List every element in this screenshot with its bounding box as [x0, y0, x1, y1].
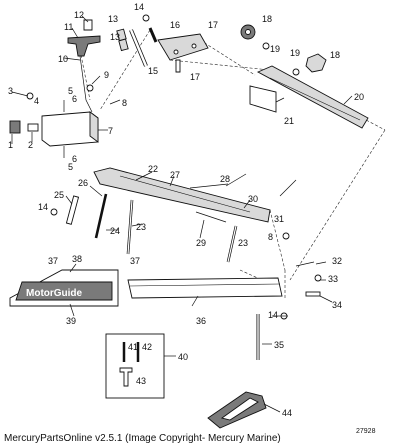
sleeves-and-rod — [116, 14, 158, 67]
pedal-arm — [93, 167, 271, 223]
knobs-and-washers — [240, 24, 327, 76]
callout: 37 — [130, 256, 140, 266]
callout: 1 — [8, 140, 13, 150]
image-caption: MercuryPartsOnline v2.5.1 (Image Copyrig… — [4, 433, 281, 444]
callout: 42 — [142, 342, 152, 352]
callout: 28 — [220, 174, 230, 184]
callout: 23 — [238, 238, 248, 248]
callout: 39 — [66, 316, 76, 326]
callout: 9 — [104, 70, 109, 80]
base-plate — [127, 277, 283, 299]
pins-and-rods — [50, 193, 290, 263]
callout: 14 — [38, 202, 48, 212]
callout: 34 — [332, 300, 342, 310]
callout: 5 — [68, 162, 73, 172]
leader-lines — [11, 15, 353, 413]
callout: 22 — [148, 164, 158, 174]
callout: 3 — [8, 86, 13, 96]
mount-bracket — [157, 33, 209, 73]
callout: 12 — [74, 10, 84, 20]
control-box — [9, 92, 99, 158]
callout: 6 — [72, 154, 77, 164]
callout: 41 — [128, 342, 138, 352]
callout: 17 — [190, 72, 200, 82]
callout: 27 — [170, 170, 180, 180]
callout: 37 — [48, 256, 58, 266]
callout-labels: 1 2 3 4 5 5 6 6 7 8 8 9 10 11 12 13 13 1… — [8, 2, 364, 418]
callout: 32 — [332, 256, 342, 266]
callout: 19 — [290, 48, 300, 58]
hardware-kit — [105, 333, 165, 399]
callout: 21 — [284, 116, 294, 126]
callout: 33 — [328, 274, 338, 284]
cover-logo-text: MotorGuide — [26, 288, 83, 299]
callout: 35 — [274, 340, 284, 350]
callout: 24 — [110, 226, 120, 236]
callout: 11 — [64, 22, 73, 32]
callout: 10 — [58, 54, 68, 64]
callout: 6 — [72, 94, 77, 104]
callout: 7 — [108, 126, 113, 136]
callout: 36 — [196, 316, 206, 326]
callout: 17 — [208, 20, 218, 30]
callout: 38 — [72, 254, 82, 264]
callout: 40 — [178, 352, 188, 362]
callout: 44 — [282, 408, 292, 418]
callout: 30 — [248, 194, 258, 204]
side-rail — [249, 65, 369, 129]
callout: 23 — [136, 222, 146, 232]
callout: 4 — [34, 96, 39, 106]
callout: 5 — [68, 86, 73, 96]
callout: 31 — [274, 214, 284, 224]
callout: 25 — [54, 190, 64, 200]
callout: 14 — [134, 2, 144, 12]
assembly-guide-lines — [79, 29, 386, 300]
callout: 8 — [268, 232, 273, 242]
callout: 8 — [122, 98, 127, 108]
callout: 2 — [28, 140, 33, 150]
catalog-number: 27928 — [356, 428, 376, 435]
callout: 29 — [196, 238, 206, 248]
callout: 16 — [170, 20, 180, 30]
callout: 26 — [78, 178, 88, 188]
cover-plate — [9, 269, 119, 307]
callout: 19 — [270, 44, 280, 54]
strap — [207, 391, 267, 429]
handle-assembly — [67, 19, 101, 113]
callout: 20 — [354, 92, 364, 102]
callout: 13 — [110, 32, 120, 42]
callout: 18 — [330, 50, 340, 60]
callout: 15 — [148, 66, 158, 76]
callout: 43 — [136, 376, 146, 386]
callout: 14 — [268, 310, 278, 320]
callout: 18 — [262, 14, 272, 24]
callout: 13 — [108, 14, 118, 24]
